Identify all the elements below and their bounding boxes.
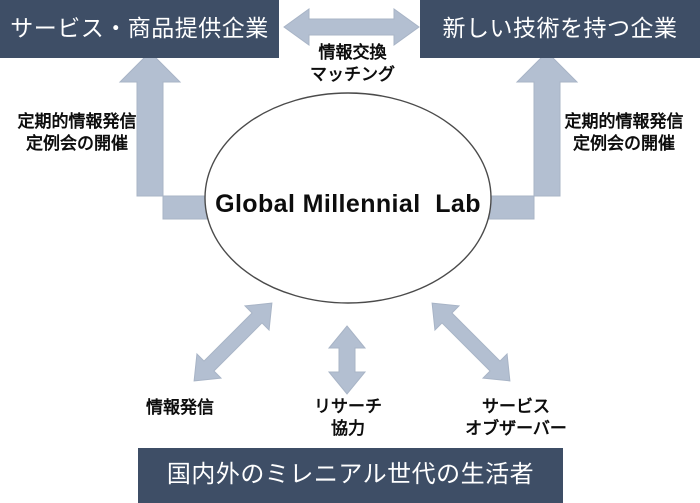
box-top-right-label: 新しい技術を持つ企業 xyxy=(442,15,678,42)
label-research-cooperation: リサーチ 協力 xyxy=(314,397,382,438)
box-service-product-companies[interactable]: サービス・商品提供企業 xyxy=(0,0,279,58)
bottom-center-arrow-icon xyxy=(327,325,367,395)
left-elbow-arrow-shaft xyxy=(118,51,209,220)
center-ellipse xyxy=(204,92,492,304)
label-service-observer: サービス オブザーバー xyxy=(465,397,567,438)
label-information-exchange-matching: 情報交換 マッチング xyxy=(310,43,395,84)
bottom-right-arrow-icon xyxy=(431,302,511,382)
label-information-dissemination: 情報発信 xyxy=(146,398,214,417)
center-ellipse-title: Global Millennial Lab xyxy=(215,190,481,218)
box-new-technology-companies[interactable]: 新しい技術を持つ企業 xyxy=(420,0,700,58)
bottom-left-arrow-icon xyxy=(193,302,273,382)
box-bottom-label: 国内外のミレニアル世代の生活者 xyxy=(166,461,535,489)
box-top-left-label: サービス・商品提供企業 xyxy=(10,15,269,42)
box-millennial-consumers[interactable]: 国内外のミレニアル世代の生活者 xyxy=(138,448,563,503)
label-left-periodic-information: 定期的情報発信 定例会の開催 xyxy=(17,112,137,153)
label-right-periodic-information: 定期的情報発信 定例会の開催 xyxy=(564,112,684,153)
right-elbow-arrow-shaft xyxy=(488,51,579,220)
exchange-arrow-icon xyxy=(283,8,420,46)
